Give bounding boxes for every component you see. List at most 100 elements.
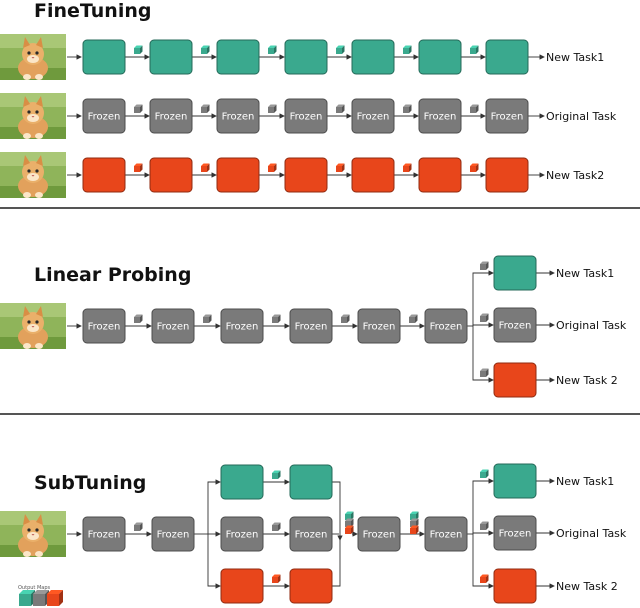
finetuning-block-r0-3 (284, 39, 328, 75)
linear-probing-block-0 (82, 308, 126, 344)
finetuning-block-r1-1 (149, 98, 193, 134)
legend-cube-1 (33, 594, 45, 606)
linear-probing-block-4-label: Frozen (363, 322, 396, 333)
finetuning-output-map-r0-4 (403, 45, 412, 54)
finetuning-block-r2-1 (149, 157, 193, 193)
subtuning-join-top (332, 481, 343, 541)
linear-probing-head-map-0 (480, 261, 489, 270)
finetuning-block-r1-1-label: Frozen (155, 112, 188, 123)
finetuning-output-map-r0-3 (336, 45, 345, 54)
finetuning-output-map-r2-3 (336, 163, 345, 172)
finetuning-output-map-r2-4 (403, 163, 412, 172)
finetuning-block-r1-4-label: Frozen (357, 112, 390, 123)
divider-2 (0, 413, 640, 415)
linear-probing-head-map-1 (480, 313, 489, 322)
finetuning-output-map-r0-1 (201, 45, 210, 54)
finetuning-output-map-r0-0 (134, 45, 143, 54)
finetuning-block-r1-3-label: Frozen (290, 112, 323, 123)
subtuning-branch-block-b1-0-label: Frozen (226, 530, 259, 541)
finetuning-input-image-2 (0, 152, 66, 198)
finetuning-block-r2-5 (418, 157, 462, 193)
finetuning-output-map-r2-5 (470, 163, 479, 172)
linear-probing-output-map-3 (341, 314, 350, 323)
finetuning-output-map-r1-5 (470, 104, 479, 113)
subtuning-branch-block-b1-1 (289, 516, 333, 552)
linear-probing-input-image (0, 303, 66, 349)
subtuning-merged-block-1 (424, 516, 468, 552)
finetuning-input-image-1 (0, 93, 66, 139)
finetuning-block-r2-3 (284, 157, 328, 193)
subtuning-branch-block-b1-1-label: Frozen (295, 530, 328, 541)
linear-probing-block-3 (289, 308, 333, 344)
linear-probing-output-map-1 (203, 314, 212, 323)
finetuning-output-label-1: Original Task (546, 110, 617, 123)
subtuning-branch-block-b0-0 (220, 464, 264, 500)
subtuning-branch-block-b2-1 (289, 568, 333, 604)
subtuning-head-map-0 (480, 469, 489, 478)
linear-probing-block-2 (220, 308, 264, 344)
subtuning-merged-map-1-gray (410, 518, 419, 527)
finetuning-block-r0-1 (149, 39, 193, 75)
legend-cube-top-1 (33, 590, 49, 594)
linear-probing-block-4 (357, 308, 401, 344)
subtuning-merged-map-1-orange (410, 525, 419, 534)
finetuning-block-r0-4 (351, 39, 395, 75)
finetuning-output-map-r1-2 (268, 104, 277, 113)
finetuning-block-r2-6 (485, 157, 529, 193)
subtuning-head-2 (493, 568, 537, 604)
finetuning-output-map-r1-4 (403, 104, 412, 113)
finetuning-block-r1-4 (351, 98, 395, 134)
finetuning-output-map-r0-5 (470, 45, 479, 54)
subtuning-merged-map-0-gray (345, 518, 354, 527)
finetuning-output-map-r2-2 (268, 163, 277, 172)
finetuning-block-r1-6-label: Frozen (491, 112, 524, 123)
finetuning-block-r1-0 (82, 98, 126, 134)
linear-probing-block-3-label: Frozen (295, 322, 328, 333)
linear-probing-block-0-label: Frozen (88, 322, 121, 333)
finetuning-block-r1-3 (284, 98, 328, 134)
linear-probing-block-1-label: Frozen (157, 322, 190, 333)
linear-probing-head-arrow-0 (472, 270, 494, 326)
linear-probing-head-2 (493, 362, 537, 398)
finetuning-output-map-r1-3 (336, 104, 345, 113)
subtuning-merged-block-0 (357, 516, 401, 552)
subtuning-branch-map-1 (272, 522, 281, 531)
linear-probing-head-0 (493, 255, 537, 291)
linear-probing-head-arrow-2 (472, 326, 494, 383)
linear-probing-block-2-label: Frozen (226, 322, 259, 333)
subtuning-merged-map-0-orange (345, 525, 354, 534)
linear-probing-output-label-1: Original Task (556, 319, 627, 332)
subtuning-trunk-block-1 (151, 516, 195, 552)
subtuning-head-arrow-0 (472, 478, 494, 534)
subtuning-branch-block-b2-0 (220, 568, 264, 604)
finetuning-block-r1-0-label: Frozen (88, 112, 121, 123)
linear-probing-head-1 (493, 307, 537, 343)
output-maps-legend: Output Maps (18, 585, 63, 606)
finetuning-block-r1-5 (418, 98, 462, 134)
linear-probing-block-5-label: Frozen (430, 322, 463, 333)
legend-cube-2 (47, 594, 59, 606)
subtuning-head-0 (493, 463, 537, 499)
finetuning-block-r1-6 (485, 98, 529, 134)
subtuning-merged-map-0-teal (345, 511, 354, 520)
finetuning-output-label-0: New Task1 (546, 51, 604, 64)
subtuning-head-1-label: Frozen (499, 529, 532, 540)
subtuning-join-bottom (332, 540, 341, 587)
legend-cube-side-2 (59, 590, 63, 606)
legend-cube-top-0 (19, 590, 35, 594)
linear-probing-block-1 (151, 308, 195, 344)
linear-probing-head-1-label: Frozen (499, 321, 532, 332)
linear-probing-head-map-2 (480, 368, 489, 377)
subtuning-branch-block-b0-1 (289, 464, 333, 500)
finetuning-title: FineTuning (34, 0, 152, 22)
subtuning-branch-arrow-in-2 (207, 534, 221, 589)
finetuning-output-map-r0-2 (268, 45, 277, 54)
finetuning-output-map-r2-1 (201, 163, 210, 172)
subtuning-merged-block-1-label: Frozen (430, 530, 463, 541)
finetuning-block-r0-5 (418, 39, 462, 75)
linear-probing-output-label-0: New Task1 (556, 267, 614, 280)
linear-probing-output-map-4 (409, 314, 418, 323)
legend-cube-0 (19, 594, 31, 606)
subtuning-merged-map-1-teal (410, 511, 419, 520)
